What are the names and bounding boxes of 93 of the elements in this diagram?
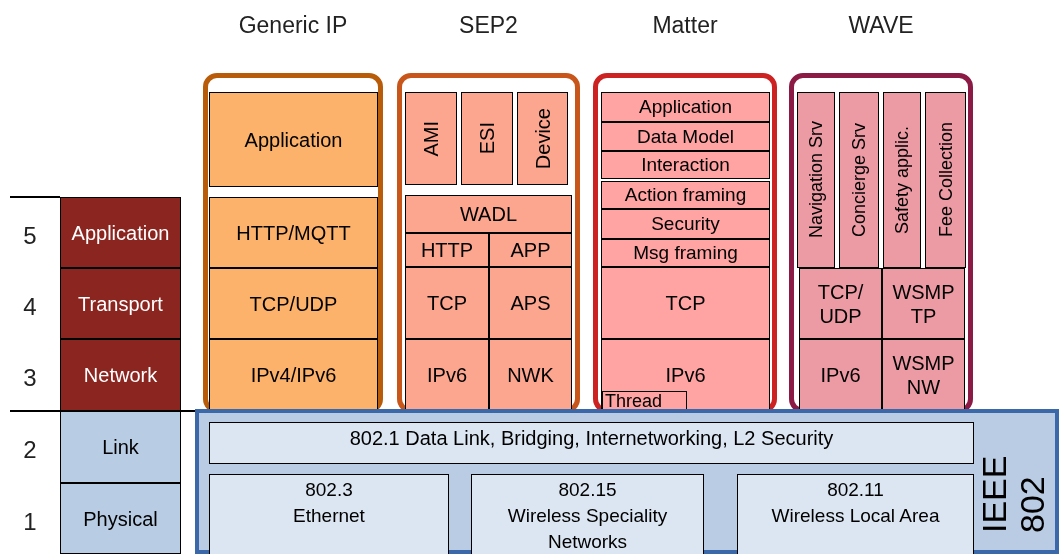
protocol-box [209, 474, 449, 554]
layer-label: WADL [459, 202, 517, 226]
layer-label: Safety applic. [891, 125, 913, 235]
layer-label: Fee Collection [934, 122, 957, 238]
layer-number: 1 [22, 506, 38, 537]
layer-label: Data Model [636, 124, 735, 149]
layer-label: IPv4/IPv6 [250, 363, 337, 387]
layer-label: TCP [665, 291, 706, 315]
protocol-box [209, 197, 378, 268]
protocol-box [601, 339, 770, 411]
protocol-box [209, 268, 378, 339]
layer-label: Interaction [641, 153, 730, 177]
ieee-band [195, 409, 1059, 554]
column-heading: Generic IP [237, 11, 349, 40]
protocol-box [405, 195, 572, 233]
layer-label: APP [510, 238, 551, 262]
band-title: IEEE 802 [975, 454, 1051, 533]
layer-number: 5 [22, 220, 38, 251]
layer-label: Link [102, 435, 139, 459]
protocol-box [601, 122, 770, 151]
layer-number: 3 [22, 363, 38, 393]
protocol-box [882, 268, 965, 339]
protocol-box [489, 339, 572, 411]
osi-layer-box [60, 483, 181, 554]
layer-label: APS [510, 291, 551, 315]
protocol-box [882, 339, 965, 411]
layer-label: Wireless Speciality Networks [506, 504, 669, 554]
column-heading: SEP2 [458, 11, 519, 40]
layer-label: Device [530, 107, 555, 170]
protocol-box [461, 92, 513, 185]
layer-label: Application [639, 95, 732, 119]
layer-label: TCP/ UDP [816, 279, 865, 328]
protocol-box [471, 474, 704, 554]
layer-label: Security [651, 212, 720, 236]
layer-label: Msg framing [633, 241, 738, 265]
layer-label: NWK [507, 363, 554, 387]
layer-label: HTTP/MQTT [236, 220, 351, 245]
protocol-box [925, 92, 966, 268]
layer-label: WSMP TP [891, 279, 956, 328]
layer-label: Concierge Srv [848, 122, 870, 237]
layer-label: Transport [78, 291, 163, 316]
protocol-box [489, 267, 572, 339]
column-heading: Matter [651, 11, 719, 40]
protocol-box [799, 339, 882, 411]
layer-label: Wireless Local Area [771, 504, 940, 528]
protocol-box [601, 92, 770, 122]
protocol-box [601, 151, 770, 179]
protocol-box [601, 239, 770, 267]
layer-label: Action framing [624, 183, 747, 207]
protocol-box [883, 92, 921, 268]
layer-label: IPv6 [820, 363, 861, 387]
layer-label: 802.11 [827, 478, 884, 502]
osi-layer-box [60, 197, 181, 268]
layer-number: 2 [22, 435, 38, 465]
layer-label: Thread [605, 392, 663, 410]
layer-label: TCP/UDP [249, 291, 338, 316]
protocol-box [405, 92, 457, 185]
protocol-box [797, 92, 835, 268]
layer-label: IPv6 [427, 363, 467, 387]
protocol-box [209, 339, 378, 411]
protocol-box [405, 339, 489, 411]
layer-label: Ethernet [293, 504, 365, 528]
layer-label: Application [244, 127, 343, 152]
protocol-box [839, 92, 879, 268]
protocol-box [405, 233, 489, 267]
protocol-box [601, 181, 770, 209]
layer-label: HTTP [420, 238, 474, 262]
protocol-box [209, 422, 974, 464]
osi-layer-box [60, 268, 181, 339]
layer-label: TCP [427, 291, 467, 315]
layer-label: WSMP NW [891, 351, 956, 399]
layer-label: Network [83, 363, 158, 387]
layer-label: 802.15 [558, 478, 617, 502]
protocol-box [209, 92, 378, 187]
protocol-box [601, 267, 770, 339]
protocol-box [799, 268, 882, 339]
layer-number: 4 [22, 291, 38, 322]
layer-label: AMI [419, 120, 443, 157]
layer-label: 802.1 Data Link, Bridging, Internetworking, L2 Security [349, 426, 834, 451]
protocol-box [517, 92, 568, 185]
protocol-box [489, 233, 572, 267]
osi-layer-box [60, 411, 181, 483]
protocol-box [601, 209, 770, 239]
layer-label: Navigation Srv [805, 121, 827, 239]
protocol-box [737, 474, 974, 554]
layer-label: 802.3 [305, 478, 353, 502]
osi-layer-box [60, 339, 181, 411]
layer-label: ESI [475, 122, 499, 155]
layer-label: Application [71, 220, 170, 245]
layer-label: IPv6 [665, 363, 706, 387]
column-heading: WAVE [847, 11, 915, 40]
layer-label: Physical [83, 506, 158, 531]
protocol-box [405, 267, 489, 339]
